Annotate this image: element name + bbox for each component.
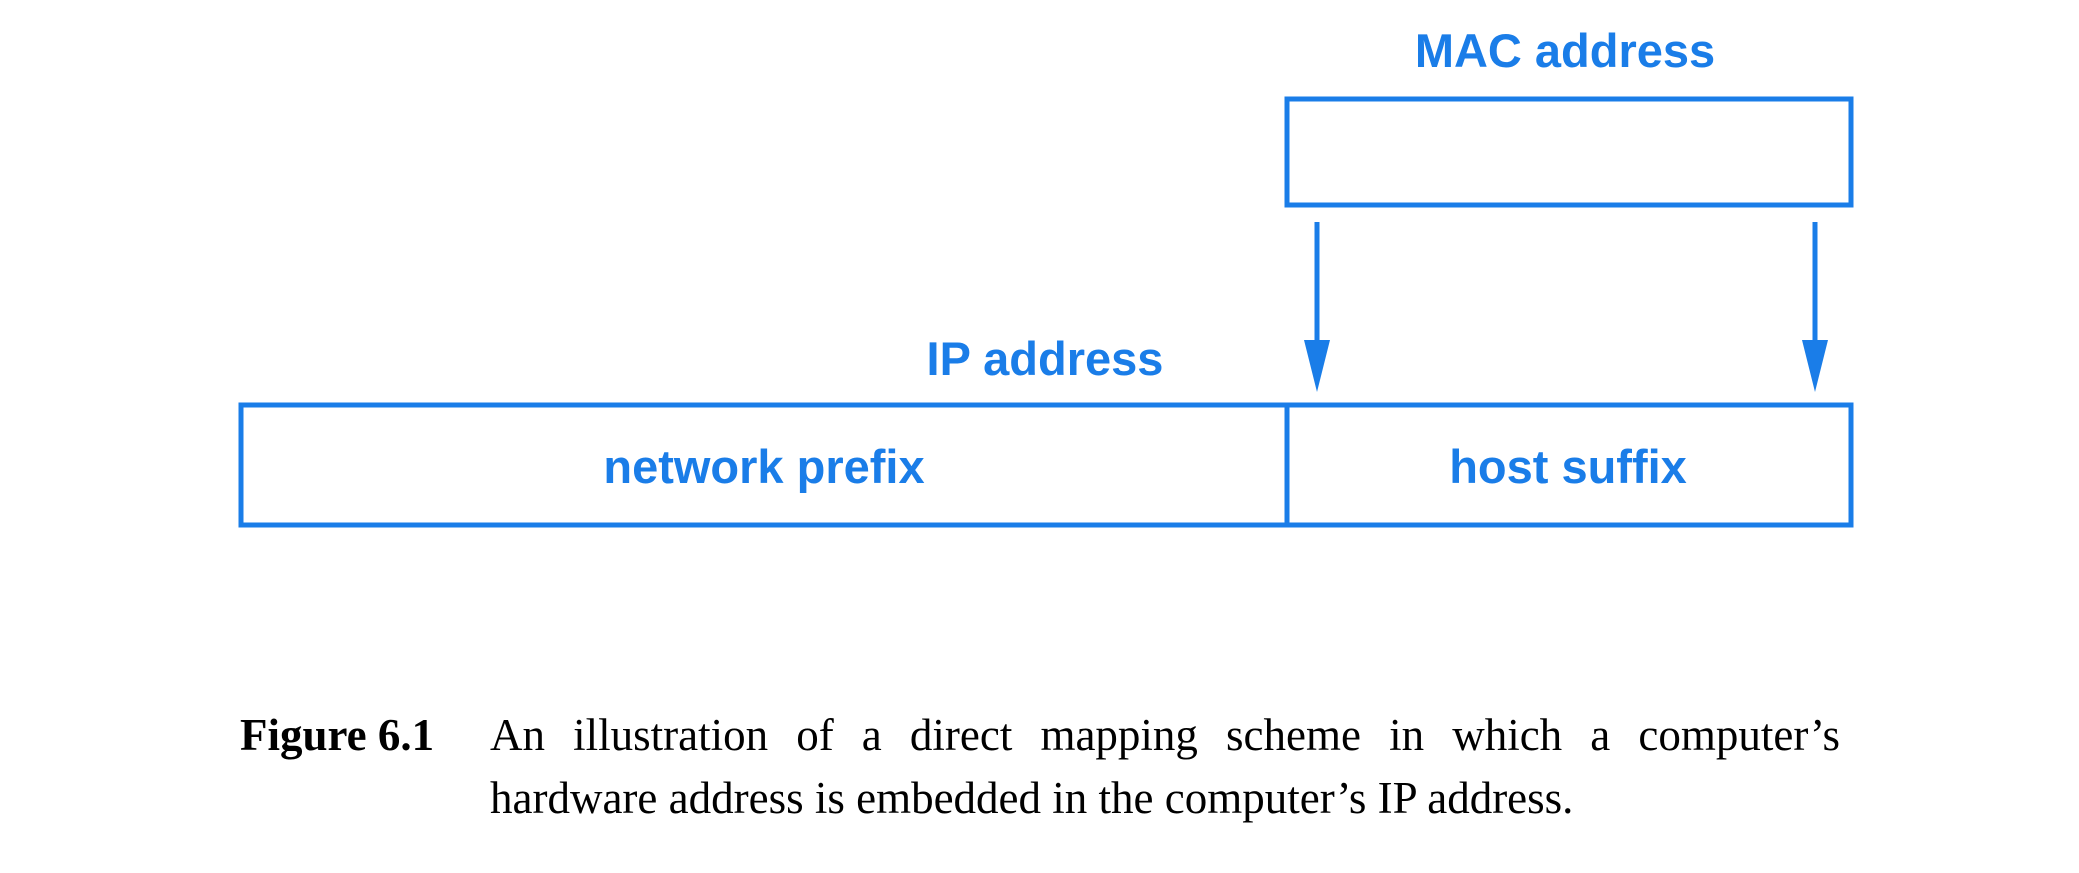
caption-text: An illustration of a direct mapping sche… — [490, 704, 1840, 830]
caption-line-1: An illustration of a direct mapping sche… — [490, 710, 1840, 760]
address-mapping-diagram: MAC address IP address network prefix ho… — [238, 24, 1854, 528]
ip-address-box — [238, 402, 1854, 528]
host-suffix-label: host suffix — [1449, 440, 1687, 493]
right-mapping-arrow — [1802, 222, 1828, 392]
caption-line-2: hardware address is embedded in the comp… — [490, 773, 1574, 823]
figure-caption: Figure 6.1 An illustration of a direct m… — [240, 704, 1840, 830]
figure-number: Figure 6.1 — [240, 710, 435, 760]
mac-address-box — [1284, 96, 1854, 208]
mac-address-label: MAC address — [1415, 24, 1715, 77]
ip-address-label: IP address — [927, 332, 1164, 385]
network-prefix-label: network prefix — [603, 440, 924, 493]
left-mapping-arrow — [1304, 222, 1330, 392]
